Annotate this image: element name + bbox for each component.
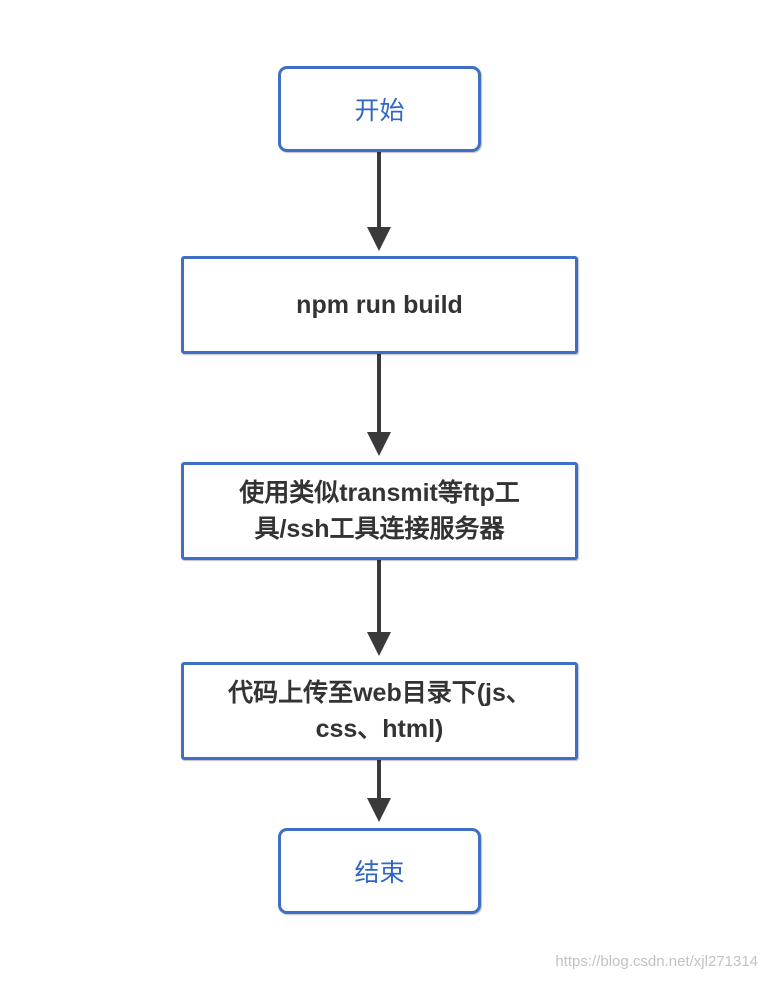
watermark: https://blog.csdn.net/xjl271314 [555,953,758,970]
build-step-label: npm run build [296,291,463,319]
connect-server-label-line-1: 使用类似transmit等ftp工 [239,479,520,507]
end-node-label: 结束 [354,859,405,887]
connect-server-step-node: 使用类似transmit等ftp工 具/ssh工具连接服务器 [181,462,578,560]
connect-server-step-label: 使用类似transmit等ftp工 具/ssh工具连接服务器 [225,475,534,547]
upload-code-step-label: 代码上传至web目录下(js、 css、html) [214,675,545,747]
upload-code-step-node: 代码上传至web目录下(js、 css、html) [181,662,578,760]
upload-code-label-line-2: css、html) [315,715,444,743]
build-step-node: npm run build [181,256,578,354]
connect-server-label-line-2: 具/ssh工具连接服务器 [254,515,505,543]
start-node-label: 开始 [354,97,405,125]
start-node: 开始 [278,66,481,152]
upload-code-label-line-1: 代码上传至web目录下(js、 [228,679,531,707]
end-node: 结束 [278,828,481,914]
